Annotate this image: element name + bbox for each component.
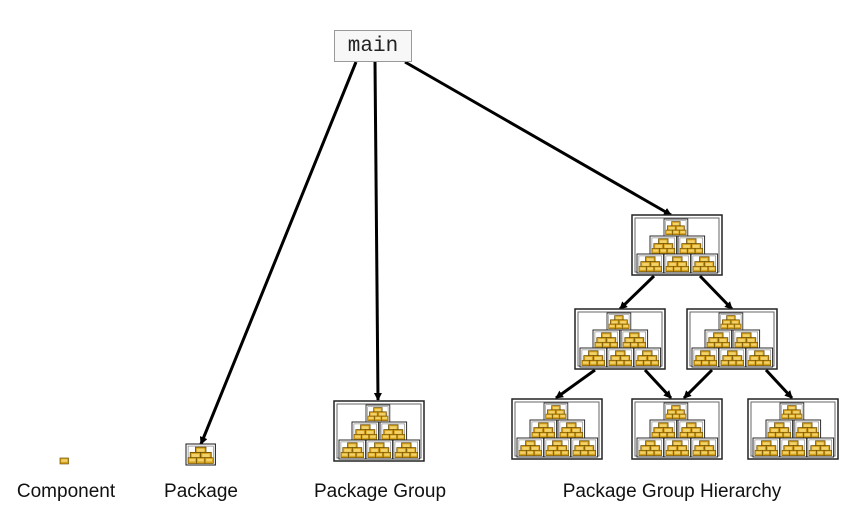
hierarchy-right-group-icon xyxy=(687,309,777,369)
edge-left-to-bottom-middle xyxy=(643,368,673,400)
edge-main-to-package-group xyxy=(373,61,382,401)
package-group-icon xyxy=(334,401,424,461)
edge-main-to-hierarchy-root xyxy=(404,60,672,217)
main-node-label: main xyxy=(347,34,399,58)
hierarchy-root-group-icon xyxy=(632,215,722,275)
caption-component: Component xyxy=(16,481,116,502)
edge-hierarchy-root-to-right xyxy=(698,274,734,311)
edge-right-to-bottom-middle xyxy=(682,368,714,400)
hierarchy-bottom-middle-group-icon xyxy=(632,399,722,459)
edge-hierarchy-root-to-left xyxy=(618,274,656,311)
caption-package-group: Package Group xyxy=(313,481,447,502)
caption-package-group-hierarchy: Package Group Hierarchy xyxy=(562,481,782,502)
edge-left-to-bottom-left xyxy=(555,368,596,400)
caption-package: Package xyxy=(164,481,238,502)
hierarchy-bottom-right-group-icon xyxy=(748,399,838,459)
edge-right-to-bottom-right xyxy=(764,368,794,400)
main-node: main xyxy=(334,30,412,62)
package-icon xyxy=(186,444,215,465)
component-icon xyxy=(59,457,69,465)
edges xyxy=(199,60,794,445)
hierarchy-bottom-left-group-icon xyxy=(512,399,602,459)
hierarchy-left-group-icon xyxy=(575,309,665,369)
edge-main-to-package xyxy=(199,61,358,445)
